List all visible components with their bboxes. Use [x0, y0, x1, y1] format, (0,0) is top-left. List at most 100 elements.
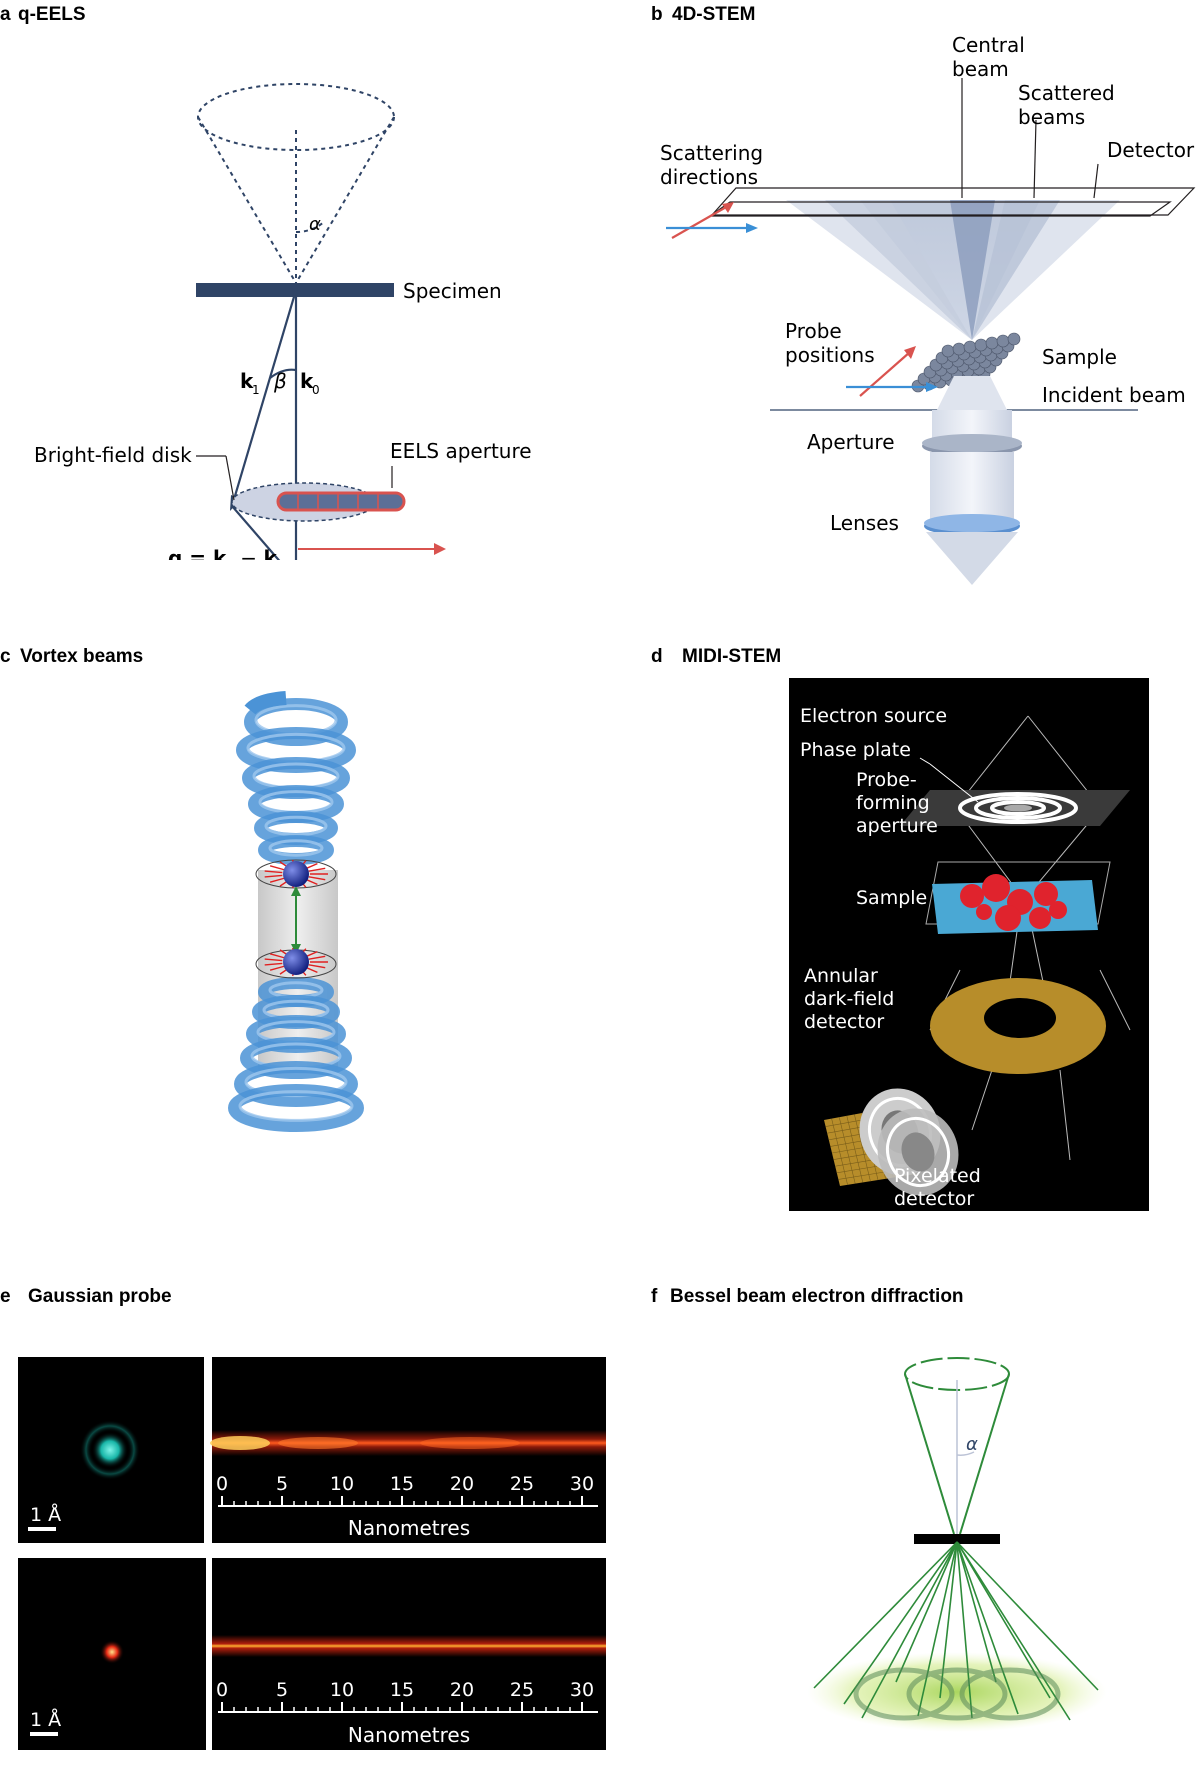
- panel-b-title: 4D-STEM: [672, 4, 755, 25]
- panel-a-title: q-EELS: [18, 4, 86, 25]
- vortex-helix-top: [236, 691, 356, 865]
- sample-sphere: [963, 340, 977, 354]
- pixelated-detector: [824, 1088, 959, 1196]
- panel-f-title: Bessel beam electron diffraction: [670, 1286, 964, 1307]
- beta-label: β: [273, 369, 287, 393]
- sample-sphere: [974, 338, 988, 352]
- helix-turn: [244, 698, 348, 746]
- axis-tick-label: 5: [276, 1679, 288, 1701]
- field-arrow: [269, 877, 285, 883]
- diffracted-ray: [861, 1541, 958, 1719]
- cyan-probe-spot: [92, 1432, 128, 1468]
- sample-label: Sample: [1042, 345, 1117, 369]
- diffracted-ray: [956, 1541, 973, 1719]
- sample-sphere: [985, 336, 999, 350]
- panel-b-letter: b: [651, 4, 663, 25]
- incident-beam-label: Incident beam: [1042, 383, 1186, 407]
- scattered-beams-fan: [786, 200, 1120, 340]
- helix-turn: [228, 1084, 364, 1132]
- sample-sphere: [952, 342, 966, 356]
- axis-tick-label: 10: [330, 1473, 354, 1495]
- sample-sphere: [1007, 332, 1021, 346]
- diffracted-ray: [895, 1541, 958, 1683]
- sample-label-d: Sample: [856, 887, 927, 909]
- alpha-label-f: α: [966, 1434, 978, 1455]
- sample-sphere: [941, 344, 955, 358]
- axis-tick-label: 30: [570, 1679, 594, 1701]
- diffracted-ray: [813, 1541, 958, 1689]
- k-vectors: [230, 289, 298, 560]
- panel-c-letter: c: [0, 646, 11, 667]
- sample-box: [925, 861, 1111, 925]
- field-arrow: [308, 876, 326, 881]
- axis-label-top: Nanometres: [348, 1516, 470, 1540]
- beam-profile-bottom: [212, 1635, 606, 1657]
- specimen-bar-f: [914, 1534, 1000, 1544]
- detector-label: Detector: [1107, 138, 1195, 162]
- field-arrow: [308, 955, 326, 960]
- panel-d-title: MIDI-STEM: [682, 646, 781, 667]
- scale-bar-bottom: [30, 1732, 58, 1736]
- beam-profile-top: [212, 1430, 606, 1456]
- field-arrow: [308, 867, 326, 872]
- eels-aperture-label: EELS aperture: [390, 439, 532, 463]
- axis-tick-label: 0: [216, 1679, 228, 1701]
- aperture-label: Aperture: [807, 430, 895, 454]
- panel-f-letter: f: [651, 1286, 658, 1307]
- scale-label-bottom: 1 Å: [30, 1708, 61, 1731]
- panel-d-letter: d: [651, 646, 663, 667]
- diffracted-ray: [917, 1541, 958, 1717]
- panel-a: a q-EELS α Specimen k 1 β k 0 Bright-fie…: [0, 4, 532, 560]
- k1-sub: 1: [252, 383, 260, 397]
- incident-cone: [937, 376, 1007, 410]
- sample-spheres: [911, 332, 1021, 393]
- lenses-label: Lenses: [830, 511, 899, 535]
- red-probe-spot: [100, 1640, 124, 1664]
- axis-tick-label: 5: [276, 1473, 288, 1495]
- sample-sphere: [996, 334, 1010, 348]
- probe-position-arrows: [846, 346, 938, 397]
- field-arrow: [269, 953, 285, 959]
- atom-bottom: [283, 949, 309, 975]
- atom-top: [283, 861, 309, 887]
- field-arrow: [264, 874, 283, 878]
- sample-proteins: [960, 874, 1067, 931]
- diffracted-ray: [956, 1541, 1099, 1691]
- diffracted-ray: [956, 1541, 1019, 1715]
- phase-plate-label: Phase plate: [800, 739, 911, 761]
- k0-sub: 0: [312, 383, 320, 397]
- axis-tick-label: 20: [450, 1473, 474, 1495]
- panel-a-letter: a: [0, 4, 11, 25]
- scattering-direction-arrows: [666, 202, 758, 239]
- axis-tick-label: 10: [330, 1679, 354, 1701]
- panel-e-letter: e: [0, 1286, 11, 1307]
- field-arrow: [308, 964, 326, 969]
- panel-c-title: Vortex beams: [20, 646, 143, 667]
- panel-e-title: Gaussian probe: [28, 1286, 172, 1307]
- diffracted-ray: [956, 1541, 997, 1683]
- alpha-label: α: [309, 214, 321, 235]
- vortex-helix-bottom: [228, 977, 364, 1132]
- lower-cone: [926, 532, 1018, 585]
- q-equation: q = k1 − k0: [168, 546, 284, 560]
- axis-label-bottom: Nanometres: [348, 1723, 470, 1747]
- panel-d: d MIDI-STEM Electron source: [651, 646, 1149, 1211]
- axis-tick-label: 15: [390, 1679, 414, 1701]
- axis-tick-label: 0: [216, 1473, 228, 1495]
- field-arrow: [269, 865, 285, 871]
- specimen-label: Specimen: [403, 279, 502, 303]
- k1-label: k: [240, 369, 254, 393]
- panel-f: f Bessel beam electron diffraction α: [651, 1286, 1107, 1732]
- scale-label-top: 1 Å: [30, 1503, 61, 1526]
- axis-tick-label: 25: [510, 1679, 534, 1701]
- eels-aperture: [276, 491, 406, 512]
- field-arrow: [264, 870, 283, 874]
